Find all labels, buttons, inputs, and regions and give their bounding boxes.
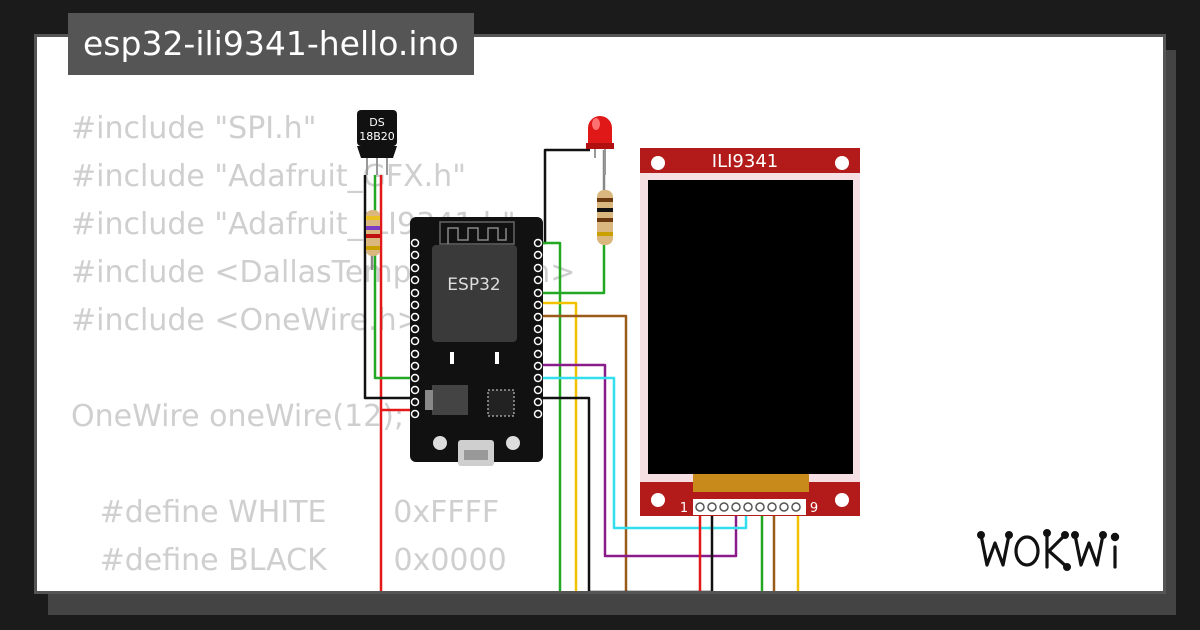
code-line: #include <OneWire.h>	[71, 303, 422, 338]
esp32-board[interactable]: ESP32	[410, 217, 543, 466]
wire-led-d25	[538, 245, 606, 295]
display-pins	[695, 502, 801, 512]
boot-button	[506, 436, 520, 450]
led-resistor[interactable]	[597, 190, 613, 245]
red-led[interactable]	[586, 116, 614, 175]
display-pin-first: 1	[680, 501, 688, 516]
en-button	[433, 436, 447, 450]
wire-brown	[538, 314, 628, 591]
wire-purple	[538, 363, 738, 558]
code-line: #include "Adafruit_GFX.h"	[71, 159, 466, 194]
wire-sensor-gnd	[363, 175, 415, 400]
code-line: #define BLACK 0x0000	[71, 543, 507, 578]
file-title: esp32-ili9341-hello.ino	[68, 13, 474, 75]
sensor-label-1: DS	[369, 116, 384, 129]
esp32-pins	[410, 238, 543, 419]
esp32-chip	[432, 245, 517, 342]
wokwi-logo[interactable]	[975, 525, 1150, 577]
wire-green-d23	[538, 241, 562, 591]
display-screen	[648, 180, 853, 474]
ds18b20-sensor[interactable]: DS 18B20	[357, 110, 397, 175]
ili9341-display[interactable]: ILI9341 1 9	[640, 148, 860, 516]
wire-black-display	[538, 396, 714, 591]
sensor-label-2: 18B20	[359, 130, 395, 143]
code-line: OneWire oneWire(12);	[71, 399, 405, 434]
display-pin-last: 9	[810, 501, 818, 516]
display-label: ILI9341	[712, 151, 778, 172]
esp32-label: ESP32	[447, 275, 500, 295]
wire-yellow	[538, 301, 578, 591]
code-line: #define WHITE 0xFFFF	[71, 495, 500, 530]
wire-cyan	[538, 376, 748, 530]
wires	[363, 148, 800, 591]
wire-led-gnd	[538, 148, 590, 245]
pullup-resistor[interactable]	[366, 210, 380, 256]
code-line: #include "SPI.h"	[71, 111, 317, 146]
